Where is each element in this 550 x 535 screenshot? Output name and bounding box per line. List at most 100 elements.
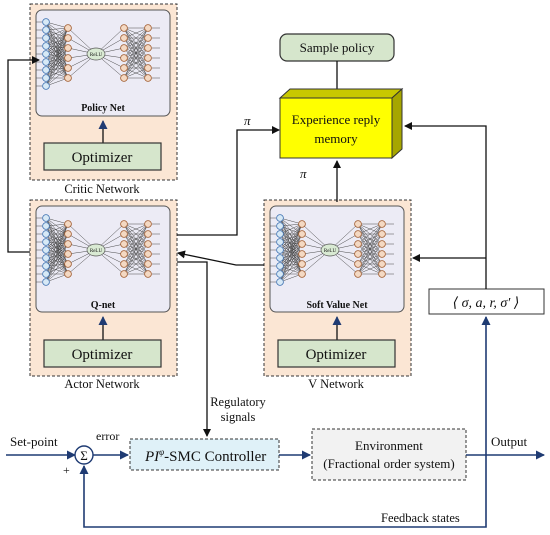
nn-neuron (144, 250, 152, 258)
nn-connection (45, 273, 69, 283)
environment-line2: (Fractional order system) (323, 456, 454, 471)
v-network-panel: ReLU Soft Value Net Optimizer V Network (263, 199, 412, 391)
nn-connection (45, 233, 69, 267)
nn-neuron (144, 64, 152, 72)
nn-connection (45, 21, 69, 29)
nn-connection (45, 243, 69, 283)
nn-connection (45, 57, 69, 79)
nn-neuron (378, 260, 386, 268)
nn-connection (45, 223, 69, 251)
critic-neural-net: ReLU (36, 18, 160, 90)
nn-neuron (276, 222, 284, 230)
nn-connection (279, 233, 303, 251)
nn-connection (45, 233, 69, 243)
nn-neuron (276, 214, 284, 222)
nn-connection (279, 223, 303, 259)
nn-neuron (144, 34, 152, 42)
nn-connection (45, 67, 69, 87)
nn-neuron (42, 222, 50, 230)
nn-neuron (64, 260, 72, 268)
sample-policy-block: Sample policy (279, 33, 395, 62)
nn-connection (45, 27, 69, 47)
nn-connection (45, 243, 69, 275)
nn-neuron (298, 250, 306, 258)
nn-neuron (378, 220, 386, 228)
vnet-to-actor-arrow (177, 250, 264, 266)
nn-neuron (144, 220, 152, 228)
nn-connection (357, 233, 383, 275)
controller-label: PIφ-SMC Controller (144, 447, 266, 465)
nn-neuron (42, 82, 50, 90)
controller-sup: φ (159, 447, 164, 457)
nn-neuron (120, 220, 128, 228)
nn-connection (45, 57, 69, 87)
nn-neuron (120, 74, 128, 82)
actor-neural-net: ReLU (36, 214, 160, 286)
nn-neuron (144, 74, 152, 82)
nn-connection (357, 223, 383, 235)
nn-connection (45, 243, 69, 251)
nn-connection (45, 27, 69, 55)
nn-neuron (64, 220, 72, 228)
nn-neuron (64, 240, 72, 248)
nn-connection (279, 243, 303, 275)
nn-neuron (120, 64, 128, 72)
v-net-label: Soft Value Net (306, 300, 368, 311)
nn-neuron (120, 54, 128, 62)
setpoint-label: Set-point (10, 434, 58, 449)
regulatory-signal-arrow (177, 261, 211, 437)
nn-neuron (42, 214, 50, 222)
nn-neuron (298, 270, 306, 278)
nn-neuron (42, 270, 50, 278)
tuple-to-memory-arrow (404, 122, 487, 289)
nn-neuron (144, 24, 152, 32)
nn-neuron (42, 254, 50, 262)
nn-neuron (120, 24, 128, 32)
nn-neuron (354, 230, 362, 238)
v-optimizer-box (277, 339, 396, 368)
nn-neuron (42, 278, 50, 286)
nn-neuron (378, 270, 386, 278)
controller-prefix: PI (144, 449, 160, 465)
nn-connection (279, 223, 303, 267)
nn-connection (123, 27, 149, 69)
nn-neuron (354, 250, 362, 258)
nn-connection (45, 233, 69, 275)
nn-connection (123, 27, 149, 59)
nn-neuron (42, 262, 50, 270)
critic-network-title: Critic Network (64, 182, 140, 196)
nn-connection (279, 243, 303, 251)
nn-connection (45, 223, 69, 267)
nn-connection (279, 233, 303, 267)
nn-connection (45, 37, 69, 47)
nn-neuron (354, 270, 362, 278)
nn-neuron (42, 26, 50, 34)
nn-connection (357, 263, 383, 275)
nn-connection (123, 263, 149, 275)
nn-connection (123, 223, 149, 235)
nn-connection (45, 241, 69, 255)
nn-connection (357, 243, 383, 275)
nn-neuron (120, 34, 128, 42)
nn-neuron (144, 230, 152, 238)
feedback-arrow (79, 455, 487, 528)
nn-neuron (64, 250, 72, 258)
nn-neuron (276, 246, 284, 254)
relu-node (86, 243, 106, 257)
nn-connection (279, 233, 303, 259)
critic-optimizer-box (43, 142, 162, 171)
nn-neuron (276, 278, 284, 286)
nn-neuron (42, 230, 50, 238)
nn-neuron (64, 270, 72, 278)
feedback-label: Feedback states (381, 511, 460, 525)
nn-connection (45, 243, 69, 267)
nn-neuron (120, 260, 128, 268)
memory-label-line2: memory (314, 131, 358, 146)
actor-to-critic-arrow (7, 56, 40, 253)
nn-connection (45, 45, 69, 59)
nn-neuron (42, 246, 50, 254)
nn-connection (45, 37, 69, 55)
pi-label-actor: π (244, 113, 251, 128)
nn-neuron (298, 220, 306, 228)
